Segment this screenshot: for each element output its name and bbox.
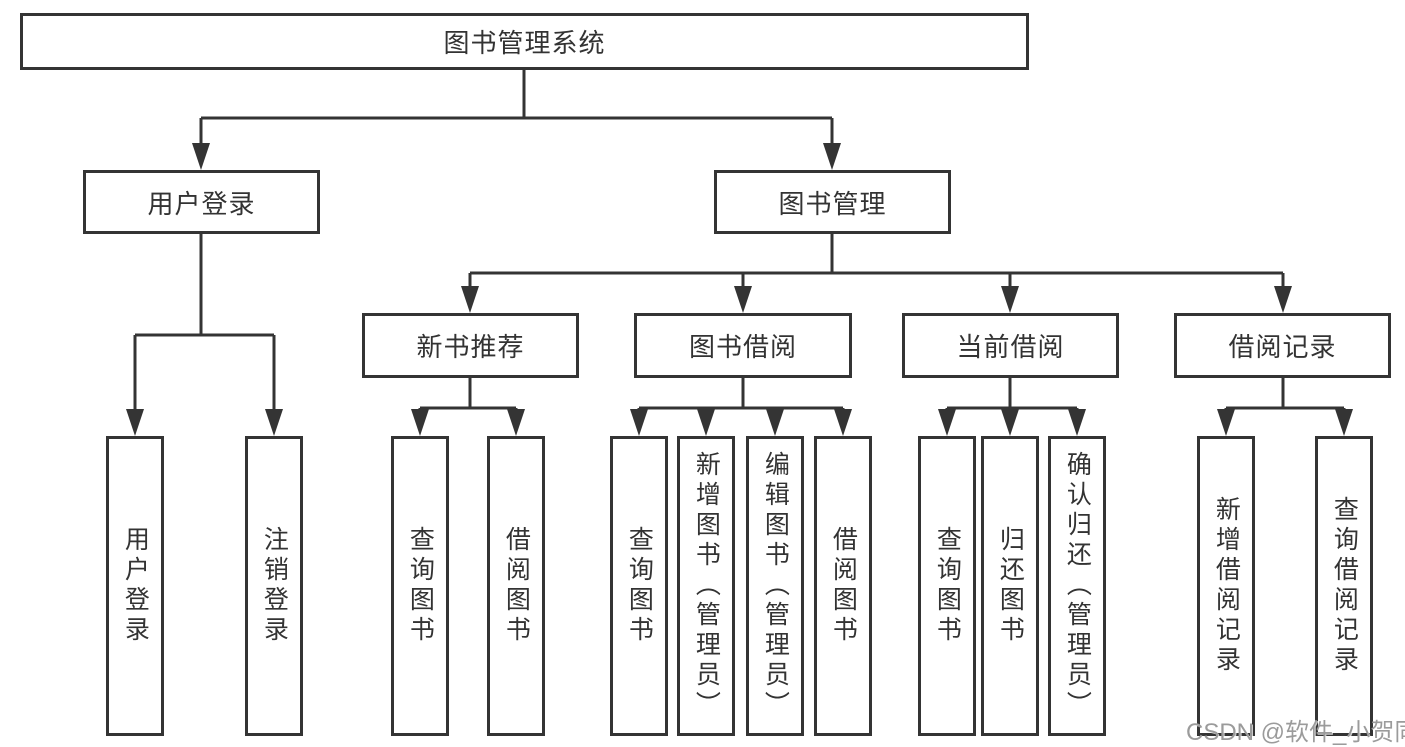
node-label: 注销登录 [260,526,289,646]
node-label: 借阅图书 [829,526,858,646]
csdn-watermark: CSDN @软件_小贺同学 [1186,719,1405,746]
leaf-add-books-admin: 新增图书（管理员） [677,436,735,736]
node-label: 借阅图书 [502,526,531,646]
node-label: 用户登录 [121,526,150,646]
node-new-book-recommend: 新书推荐 [362,313,579,378]
leaf-borrow-books-recommend: 借阅图书 [487,436,545,736]
leaf-edit-books-admin: 编辑图书（管理员） [746,436,804,736]
node-current-borrowing: 当前借阅 [902,313,1119,378]
leaf-query-books-current: 查询图书 [918,436,976,736]
node-label: 编辑图书（管理员） [761,451,790,721]
leaf-return-books: 归还图书 [981,436,1039,736]
node-label: 查询图书 [933,526,962,646]
node-label: 新增图书（管理员） [692,451,721,721]
node-label: 用户登录 [147,188,256,219]
node-label: 新书推荐 [416,332,525,362]
node-label: 图书借阅 [688,332,797,362]
node-book-borrowing: 图书借阅 [634,313,852,378]
node-label: 图书管理 [778,188,887,219]
leaf-logout: 注销登录 [245,436,303,736]
arrowheads [126,143,1353,436]
leaf-confirm-return-admin: 确认归还（管理员） [1048,436,1106,736]
leaf-query-borrow-record: 查询借阅记录 [1315,436,1373,736]
node-user-login: 用户登录 [83,170,320,234]
leaf-user-login: 用户登录 [106,436,164,736]
node-library-system: 图书管理系统 [20,13,1029,70]
node-book-management: 图书管理 [714,170,951,234]
node-label: 确认归还（管理员） [1063,451,1092,721]
node-label: 当前借阅 [956,332,1065,362]
node-label: 查询借阅记录 [1330,496,1359,676]
node-label: 归还图书 [996,526,1025,646]
node-label: 图书管理系统 [443,28,606,58]
leaf-borrow-books-borrowing: 借阅图书 [814,436,872,736]
leaf-add-borrow-record: 新增借阅记录 [1197,436,1255,736]
leaf-query-books-borrowing: 查询图书 [610,436,668,736]
node-borrow-records: 借阅记录 [1174,313,1391,378]
leaf-query-books-recommend: 查询图书 [391,436,449,736]
node-label: 新增借阅记录 [1212,496,1241,676]
node-label: 借阅记录 [1228,332,1337,362]
node-label: 查询图书 [406,526,435,646]
node-label: 查询图书 [625,526,654,646]
